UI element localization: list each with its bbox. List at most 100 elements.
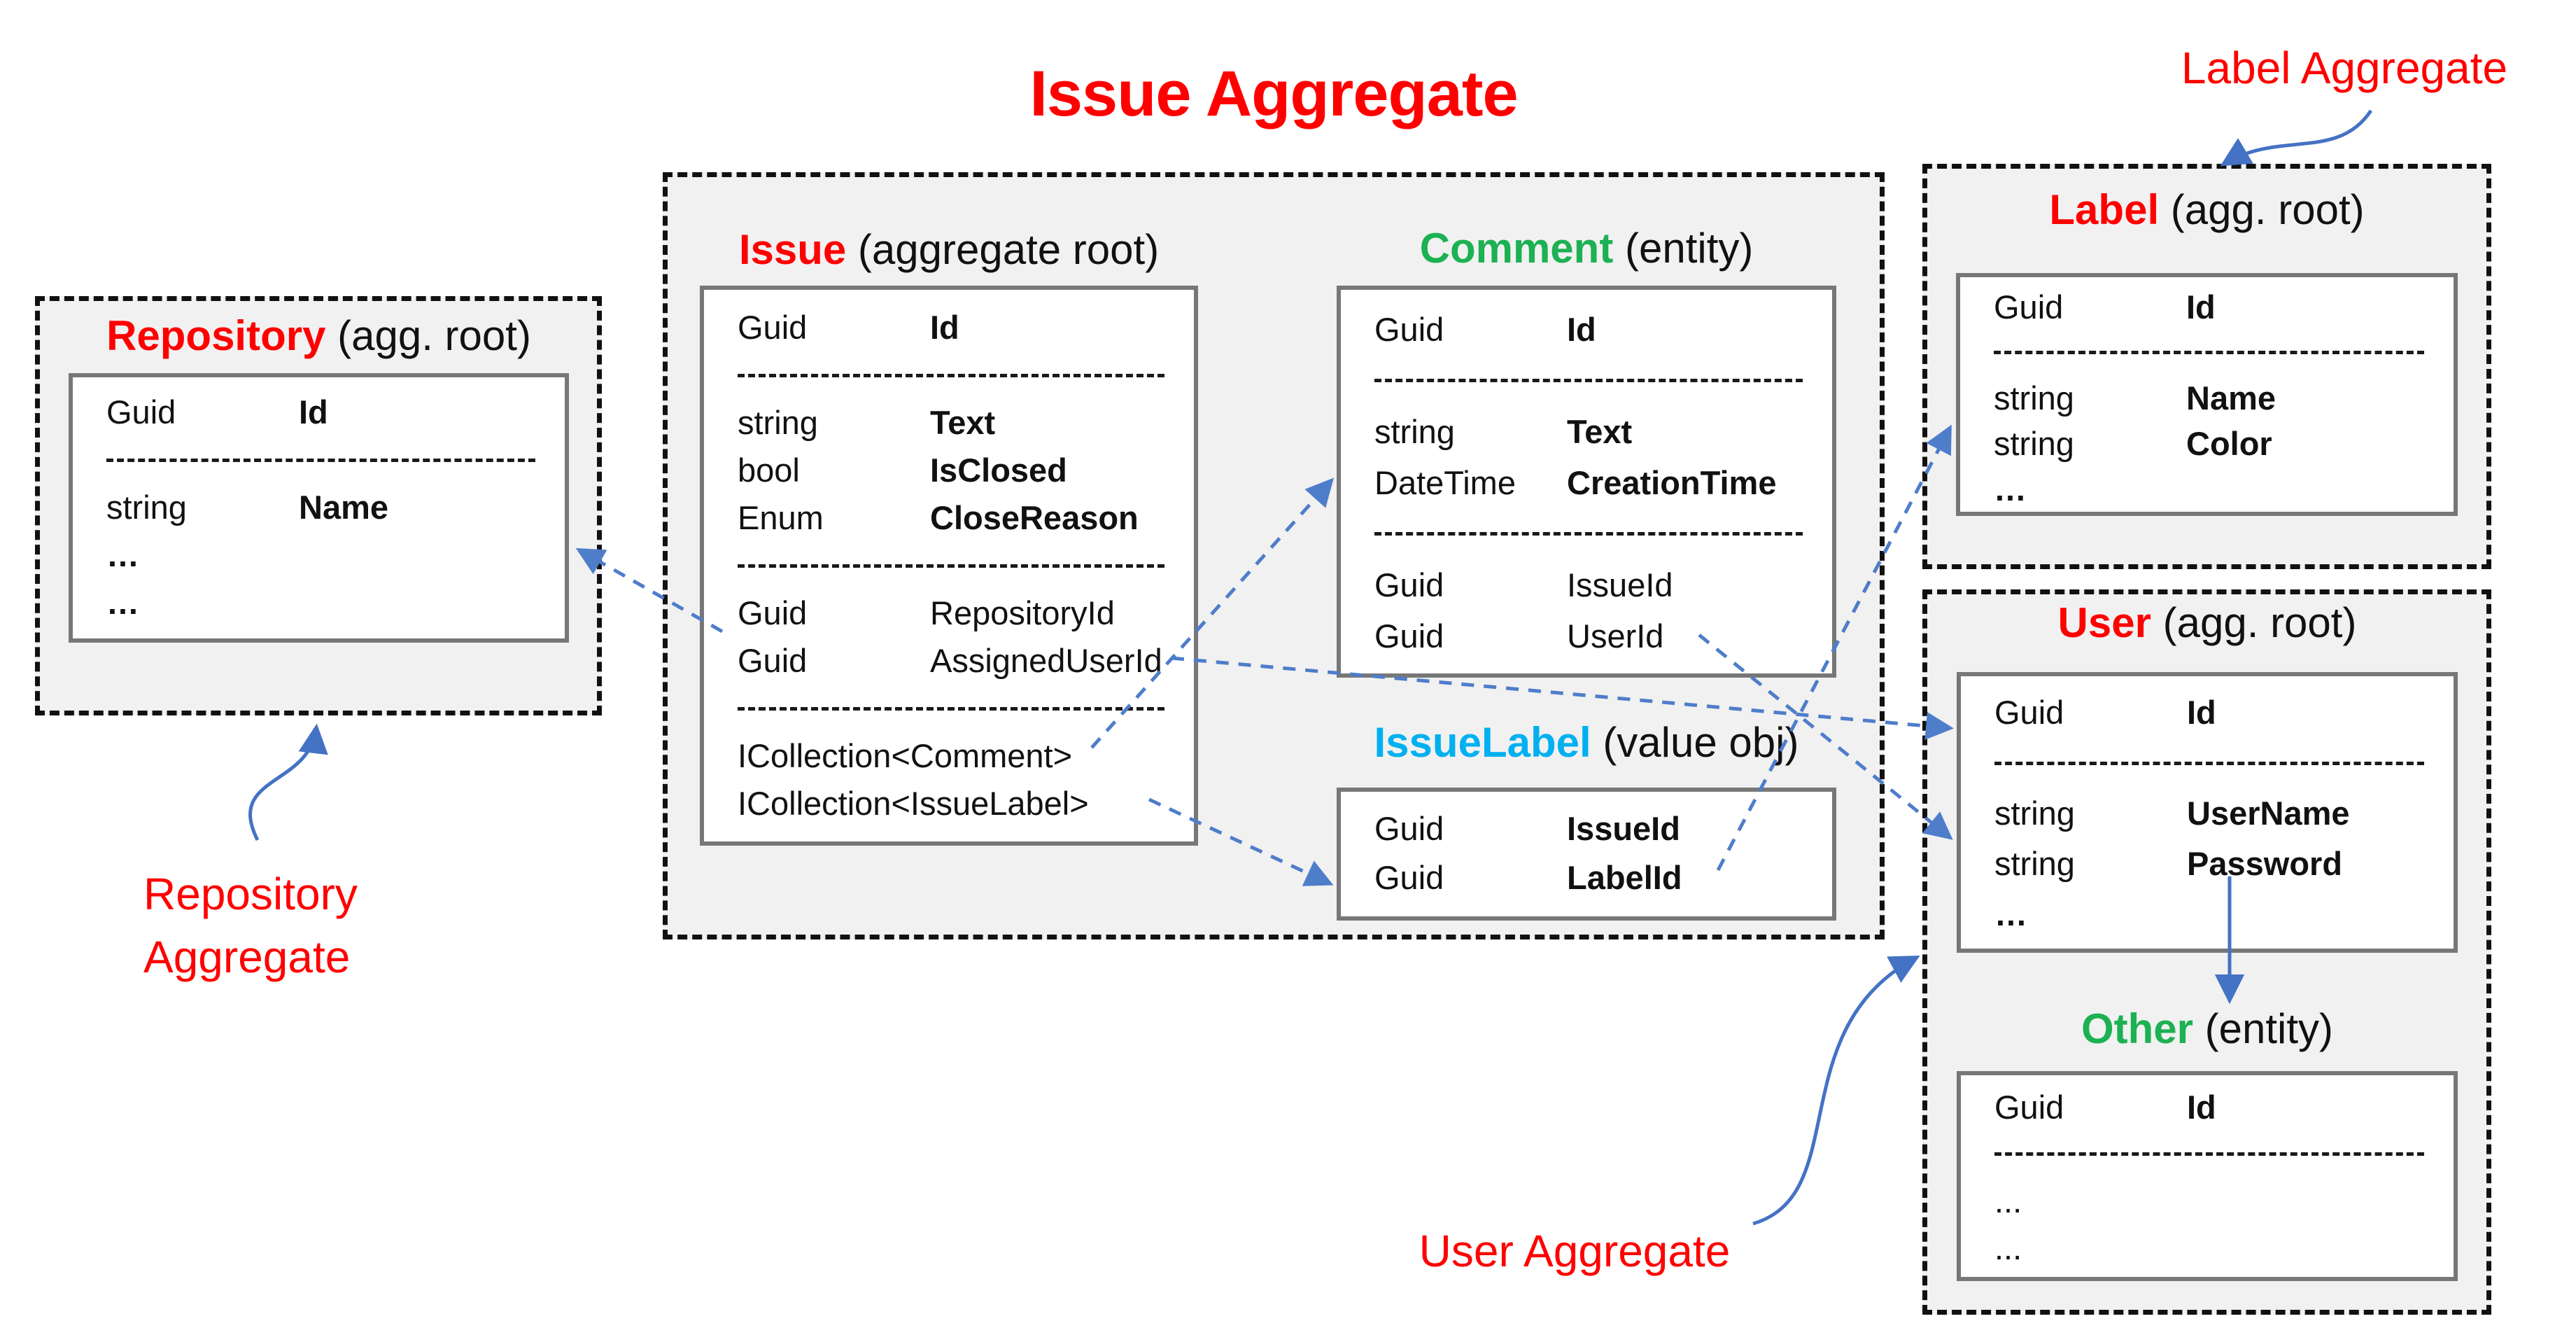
entity-kind-user: (agg. root) xyxy=(2162,599,2357,646)
diagram-title: Issue Aggregate xyxy=(1029,58,1518,130)
table-row: string UserName xyxy=(1961,788,2454,839)
entity-kind-issuelabel: (value obj) xyxy=(1603,719,1799,766)
entity-title-issue: Issue (aggregate root) xyxy=(700,225,1198,274)
field-name: Name xyxy=(2186,379,2276,417)
field-name: Id xyxy=(1567,311,1596,348)
arrow-repository-aggregate-callout xyxy=(248,723,328,841)
table-row: … xyxy=(1961,889,2454,939)
arrow-user-aggregate-callout xyxy=(1752,955,1920,1226)
entity-kind-repository: (agg. root) xyxy=(337,312,531,359)
field-type: string xyxy=(1994,845,2075,882)
entity-title-user: User (agg. root) xyxy=(1957,599,2458,647)
row-text: ICollection<IssueLabel> xyxy=(738,785,1089,822)
field-name: IssueId xyxy=(1567,566,1673,603)
entity-name-user: User xyxy=(2057,599,2151,646)
table-row: Guid Id xyxy=(1961,1084,2454,1131)
field-name: Password xyxy=(2187,845,2343,882)
field-name: Text xyxy=(1567,413,1633,450)
annotation-label-aggregate: Label Aggregate xyxy=(2181,43,2508,93)
field-name: Id xyxy=(930,309,959,346)
field-type: Guid xyxy=(1994,1089,2064,1126)
row-separator xyxy=(1961,1131,2454,1177)
entity-name-issuelabel: IssueLabel xyxy=(1374,719,1591,766)
field-type: Enum xyxy=(738,499,824,536)
field-type: string xyxy=(106,489,187,526)
table-row: ... xyxy=(1961,1177,2454,1224)
table-row: ... xyxy=(1961,1224,2454,1271)
field-type: string xyxy=(1994,795,2075,832)
entity-name-label: Label xyxy=(2049,186,2160,233)
field-type: Guid xyxy=(1374,617,1444,655)
entity-kind-comment: (entity) xyxy=(1624,225,1754,272)
field-type: Guid xyxy=(738,642,808,679)
table-row: Enum CloseReason xyxy=(704,494,1194,542)
row-text: ICollection<Comment> xyxy=(738,737,1073,774)
field-name: Text xyxy=(930,404,996,441)
field-type: Guid xyxy=(106,393,176,431)
entity-name-other: Other xyxy=(2081,1005,2193,1052)
field-name: IsClosed xyxy=(930,452,1067,489)
table-row: string Text xyxy=(704,399,1194,447)
field-name: Name xyxy=(299,489,389,526)
row-separator xyxy=(1961,738,2454,788)
row-separator xyxy=(1341,355,1832,406)
field-type: string xyxy=(1994,425,2074,462)
table-row: ICollection<IssueLabel> xyxy=(704,780,1194,827)
row-separator xyxy=(73,436,565,484)
field-type: DateTime xyxy=(1374,464,1516,501)
table-row: Guid AssignedUserId xyxy=(704,637,1194,685)
table-row: Guid LabelId xyxy=(1341,853,1832,902)
table-row: string Color xyxy=(1960,421,2454,466)
table-row: ICollection<Comment> xyxy=(704,732,1194,780)
entity-name-issue: Issue xyxy=(738,226,847,273)
entity-title-comment: Comment (entity) xyxy=(1337,224,1836,272)
field-name: UserName xyxy=(2187,795,2350,832)
field-name: IssueId xyxy=(1567,810,1680,847)
row-separator xyxy=(1341,508,1832,559)
row-text: … xyxy=(106,536,139,573)
annotation-repository-line2: Aggregate xyxy=(143,932,351,982)
field-type: Guid xyxy=(1374,566,1444,603)
table-row: string Password xyxy=(1961,839,2454,889)
annotation-user-aggregate: User Aggregate xyxy=(1419,1226,1731,1276)
entity-title-repository: Repository (agg. root) xyxy=(69,312,569,360)
entity-name-repository: Repository xyxy=(106,312,326,359)
field-name: Color xyxy=(2186,425,2272,462)
row-text: … xyxy=(1994,895,2027,932)
field-type: string xyxy=(738,404,818,441)
table-row: Guid UserId xyxy=(1341,610,1832,662)
field-type: Guid xyxy=(1374,859,1444,896)
entity-kind-other: (entity) xyxy=(2204,1005,2334,1052)
table-row: … xyxy=(1960,466,2454,512)
field-name: Id xyxy=(2187,1089,2216,1126)
annotation-repository-aggregate: Repository Aggregate xyxy=(143,862,633,988)
annotation-repository-line1: Repository xyxy=(143,869,358,919)
field-name: Id xyxy=(2186,288,2216,326)
row-text: … xyxy=(1994,470,2027,508)
field-name: AssignedUserId xyxy=(930,642,1162,679)
field-name: UserId xyxy=(1567,617,1664,655)
field-name: CloseReason xyxy=(930,499,1139,536)
row-text: ... xyxy=(1994,1182,2022,1219)
field-name: LabelId xyxy=(1567,859,1682,896)
table-row: DateTime CreationTime xyxy=(1341,457,1832,508)
row-separator xyxy=(704,685,1194,732)
entity-title-other: Other (entity) xyxy=(1957,1005,2458,1053)
field-name: CreationTime xyxy=(1567,464,1777,501)
arrow-label-aggregate-callout xyxy=(2220,109,2373,167)
table-row: … xyxy=(73,531,565,579)
entity-table-other: Guid Id...... xyxy=(1957,1071,2458,1281)
entity-name-comment: Comment xyxy=(1419,225,1614,272)
